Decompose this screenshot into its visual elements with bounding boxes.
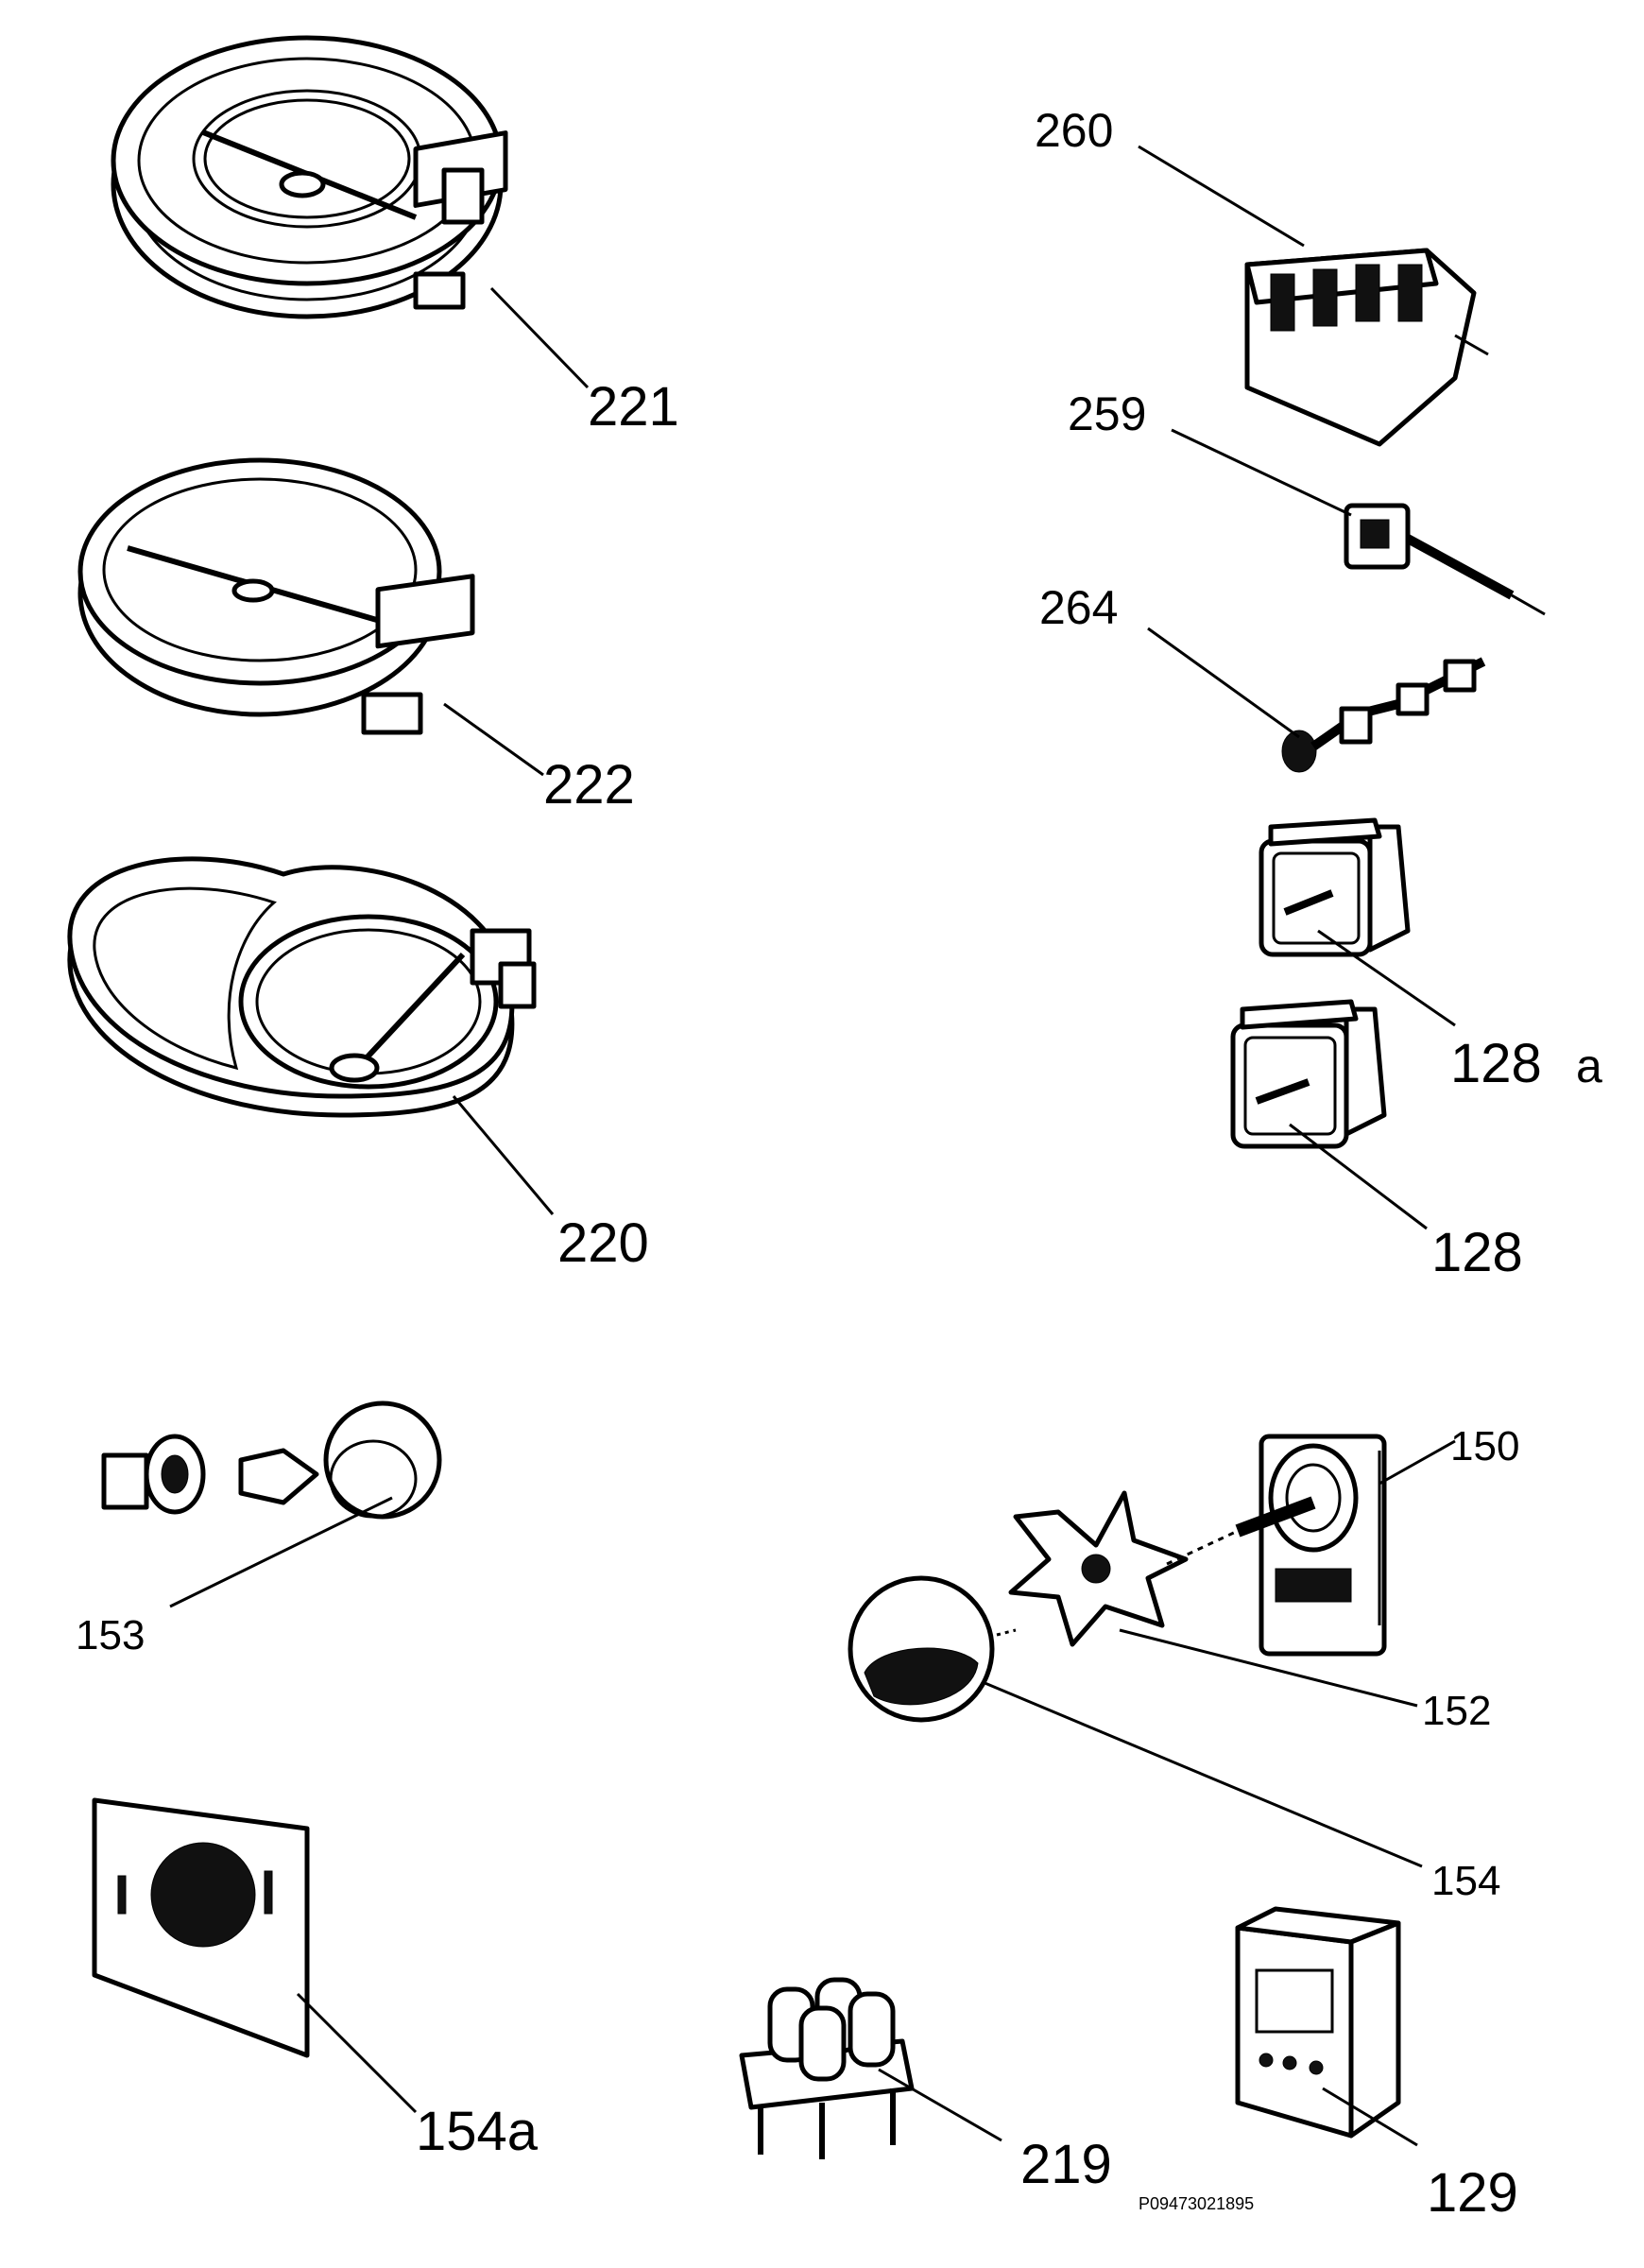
part-128-energy-regulator: [1230, 999, 1387, 1149]
part-153-oven-lamp-assembly: [101, 1400, 442, 1520]
leader-264: [1147, 627, 1300, 739]
leader-128: [1289, 1123, 1428, 1230]
leader-154a: [296, 1992, 418, 2114]
label-128: 128: [1431, 1222, 1523, 1283]
leader-219: [878, 2068, 1002, 2142]
leader-150: [1379, 1439, 1456, 1486]
part-259-rotary-switch-with-shaft: [1344, 503, 1546, 616]
leader-154: [982, 1680, 1423, 1868]
label-154: 154: [1431, 1858, 1500, 1904]
part-222-single-radiant-hob-element: [77, 457, 475, 735]
label-129: 129: [1427, 2162, 1518, 2224]
label-222: 222: [543, 754, 635, 816]
part-219-terminal-block: [739, 1977, 915, 2159]
leader-259: [1171, 428, 1352, 517]
part-154a-fan-cover-panel: [92, 1797, 310, 2058]
part-150-fan-motor: [1235, 1434, 1387, 1657]
part-154-round-filter: [848, 1575, 1017, 1723]
leader-129: [1322, 2087, 1418, 2147]
leader-260: [1138, 145, 1305, 248]
part-221-dual-radiant-hob-element: [111, 35, 508, 319]
label-260: 260: [1035, 104, 1113, 157]
part-220-oval-dual-hob-element: [67, 856, 537, 1118]
part-128a-energy-regulator: [1259, 817, 1411, 957]
label-152: 152: [1422, 1688, 1491, 1734]
leader-222: [443, 702, 544, 777]
part-260-selector-switch: [1244, 248, 1489, 447]
label-264: 264: [1039, 581, 1118, 634]
part-129-electronic-timer: [1235, 1906, 1401, 2139]
leader-221: [489, 286, 590, 389]
leader-152: [1119, 1628, 1418, 1708]
label-154a: 154a: [416, 2101, 539, 2162]
label-128a-number: 128: [1450, 1033, 1542, 1094]
part-264-switch-assembly: [1281, 657, 1486, 773]
drawing-reference-code: P09473021895: [1139, 2194, 1254, 2213]
label-221: 221: [588, 376, 679, 438]
label-259: 259: [1068, 387, 1146, 440]
leader-220: [452, 1095, 555, 1215]
leader-153: [169, 1496, 393, 1608]
part-152-fan-impeller: [1008, 1490, 1239, 1647]
label-128a-suffix: a: [1576, 1040, 1602, 1092]
label-153: 153: [76, 1612, 145, 1658]
label-219: 219: [1020, 2134, 1112, 2195]
leader-128a: [1317, 929, 1456, 1027]
label-150: 150: [1450, 1423, 1519, 1469]
label-220: 220: [557, 1212, 649, 1274]
